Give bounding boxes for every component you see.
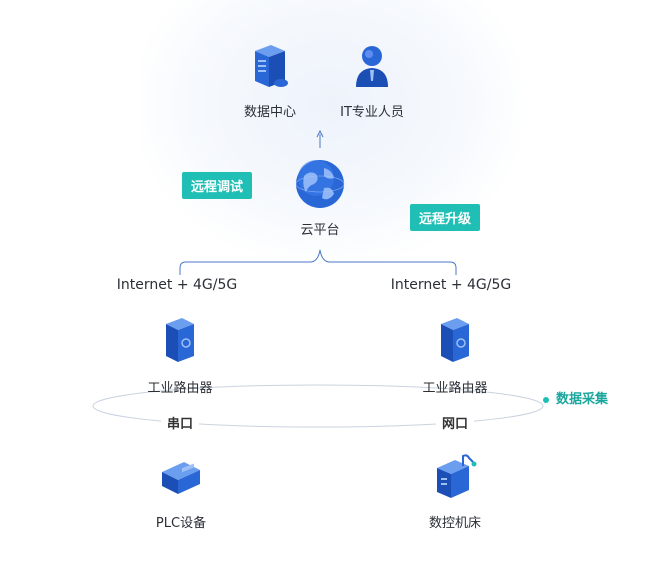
cnc-machine-icon [437, 454, 477, 498]
bullet-dot-icon [543, 396, 549, 403]
ethernet-port-label: 网口 [435, 413, 475, 432]
data-center-label: 数据中心 [243, 105, 297, 120]
plc-label: PLC设备 [155, 516, 207, 531]
remote-debug-tag: 远程调试 [182, 172, 253, 199]
data-collection-ring [92, 384, 544, 428]
data-collection-label: 数据采集 [543, 388, 608, 407]
network-label-left: Internet + 4G/5G [116, 277, 238, 293]
upward-arrow-head [316, 129, 324, 138]
cloud-label: 云平台 [300, 223, 340, 238]
cnc-label: 数控机床 [428, 516, 482, 531]
globe-icon [295, 160, 345, 208]
network-label-right: Internet + 4G/5G [390, 277, 512, 293]
data-collection-text: 数据采集 [556, 392, 609, 407]
router-left-label: 工业路由器 [147, 381, 213, 396]
plc-icon [162, 462, 200, 494]
router-right-label: 工业路由器 [422, 381, 488, 396]
person-icon [356, 46, 388, 87]
router-icon [441, 318, 469, 362]
it-staff-label: IT专业人员 [340, 105, 404, 120]
router-icon [166, 318, 194, 362]
serial-port-label: 串口 [160, 413, 200, 432]
server-icon [255, 45, 288, 87]
split-brace [179, 249, 457, 275]
remote-upgrade-tag: 远程升级 [410, 204, 481, 231]
